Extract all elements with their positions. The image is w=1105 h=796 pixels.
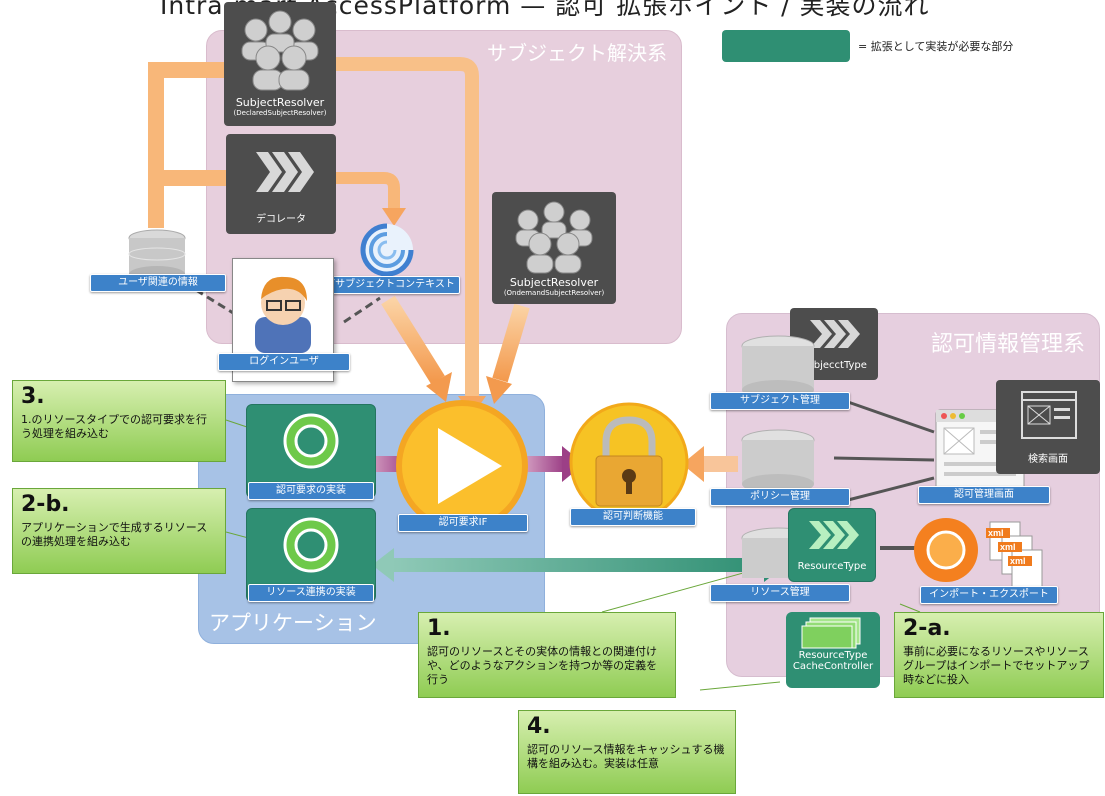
note-4: 4. 認可のリソース情報をキャッシュする機構を組み込む。実装は任意 <box>518 710 736 794</box>
search-screen-box: 検索画面 <box>996 380 1100 474</box>
flow-context-to-if <box>381 295 445 385</box>
resource-db-icon <box>741 527 798 578</box>
note-2a-number: 2-a. <box>903 616 951 641</box>
decorator-label: デコレータ <box>256 214 306 225</box>
tag-decision: 認可判断機能 <box>570 508 696 526</box>
chevrons-icon <box>256 152 314 192</box>
flow-policy-to-decision <box>702 456 738 472</box>
note-1-text: 認可のリソースとその実体の情報との関連付けや、どのようなアクションを持つか等の定… <box>427 645 658 686</box>
note-1: 1. 認可のリソースとその実体の情報との関連付けや、どのようなアクションを持つか… <box>418 612 676 698</box>
user-avatar-icon <box>255 276 311 353</box>
line-resource-admin <box>847 476 935 502</box>
people-group-icon-2 <box>515 201 593 274</box>
xml-label-c: xml <box>1010 556 1026 566</box>
note-3-text: 1.のリソースタイプでの認可要求を行う処理を組み込む <box>21 413 207 440</box>
request-if-play-icon <box>396 400 528 532</box>
dash-userinfo-login <box>195 288 239 318</box>
tag-subject-mgmt: サブジェクト管理 <box>710 392 850 410</box>
arrowhead-context <box>382 208 406 226</box>
page-title: Intra-mart AccessPlatform — 認可 拡張ポイント / … <box>160 0 930 20</box>
callout-pointer-4 <box>699 681 781 691</box>
note-2b-text: アプリケーションで生成するリソースの連携処理を組み込む <box>21 521 208 548</box>
flow-ondemand-to-if <box>492 303 530 383</box>
chevrons-icon-resource-type <box>809 521 859 549</box>
resource-type-box: ResourceType <box>788 508 876 582</box>
note-3: 3. 1.のリソースタイプでの認可要求を行う処理を組み込む <box>12 380 226 462</box>
note-4-number: 4. <box>527 714 551 739</box>
tag-policy-mgmt: ポリシー管理 <box>710 488 850 506</box>
subject-db-icon <box>741 335 815 400</box>
arrowhead-if-b <box>426 372 452 402</box>
context-swirl-icon <box>360 223 414 277</box>
flow-userinfo-declared <box>148 62 238 228</box>
decorator-box: デコレータ <box>226 134 336 234</box>
people-group-icon <box>241 10 319 91</box>
component-ring-icon-2 <box>283 517 339 573</box>
tag-resource-mgmt: リソース管理 <box>710 584 850 602</box>
note-3-number: 3. <box>21 384 45 409</box>
arrowhead-if-c <box>486 376 512 404</box>
tag-subject-context: 認可サブジェクトコンテキスト <box>310 276 460 294</box>
line-policy-admin <box>833 456 935 462</box>
declared-subject-resolver: SubjectResolver (DeclaredSubjectResolver… <box>224 2 336 126</box>
search-window-icon <box>1021 391 1077 439</box>
note-2b-number: 2-b. <box>21 492 70 517</box>
note-2a-text: 事前に必要になるリソースやリソースグループはインポートでセットアップ時などに投入 <box>903 645 1090 686</box>
note-2a: 2-a. 事前に必要になるリソースやリソースグループはインポートでセットアップ時… <box>894 612 1104 698</box>
xml-label-a: xml <box>988 528 1004 538</box>
stacked-cards-icon <box>801 617 861 649</box>
resource-type-label: ResourceType <box>797 561 867 572</box>
callout-pointer-2a <box>899 603 921 613</box>
legend-swatch <box>722 30 850 62</box>
legend-label: = 拡張として実装が必要な部分 <box>858 40 1014 53</box>
policy-db-icon <box>741 429 815 494</box>
note-4-text: 認可のリソース情報をキャッシュする機構を組み込む。実装は任意 <box>527 743 725 770</box>
component-ring-icon <box>283 413 339 469</box>
flow-resource-link <box>392 558 766 572</box>
tag-request-impl: 認可要求の実装 <box>248 482 374 500</box>
flow-decorator-context <box>336 172 400 208</box>
chevrons-icon-subject-type <box>810 320 860 348</box>
tag-user-info: ユーザ関連の情報 <box>90 274 226 292</box>
subject-type-label: SubjecctType <box>801 360 867 371</box>
app-region-label: アプリケーション <box>209 611 377 635</box>
import-export-icon: xml xml xml <box>914 518 1043 589</box>
line-subject-admin <box>847 400 935 434</box>
tag-import-export: インポート・エクスポート <box>920 586 1058 604</box>
arrowhead-decision <box>682 446 704 482</box>
note-2b: 2-b. アプリケーションで生成するリソースの連携処理を組み込む <box>12 488 226 574</box>
search-screen-label: 検索画面 <box>1028 454 1068 465</box>
ondemand-resolver-name: SubjectResolver <box>509 276 599 289</box>
tag-request-if: 認可要求IF <box>398 514 528 532</box>
declared-resolver-name: SubjectResolver <box>235 96 325 109</box>
flow-if-to-decision <box>520 456 564 472</box>
ondemand-resolver-sub: (OndemandSubjectResolver) <box>503 289 605 297</box>
tag-resource-impl: リソース連携の実装 <box>248 584 374 602</box>
cache-controller-label-2: CacheController <box>792 661 874 672</box>
tag-admin-screen: 認可管理画面 <box>918 486 1050 504</box>
xml-label-b: xml <box>1000 542 1016 552</box>
dash-login-context <box>343 296 381 324</box>
cache-controller-box: ResourceType CacheController <box>786 612 880 688</box>
authz-region-label: 認可情報管理系 <box>930 332 1085 357</box>
subject-region-label: サブジェクト解決系 <box>487 41 667 65</box>
flow-declared-to-if <box>336 57 479 396</box>
tag-login-user: ログインユーザ <box>218 353 350 371</box>
padlock-icon <box>569 402 689 522</box>
ondemand-subject-resolver: SubjectResolver (OndemandSubjectResolver… <box>492 192 616 304</box>
arrowhead-teal-left <box>372 548 394 582</box>
note-1-number: 1. <box>427 616 451 641</box>
declared-resolver-sub: (DeclaredSubjectResolver) <box>233 109 327 117</box>
cache-controller-label-1: ResourceType <box>798 650 868 661</box>
